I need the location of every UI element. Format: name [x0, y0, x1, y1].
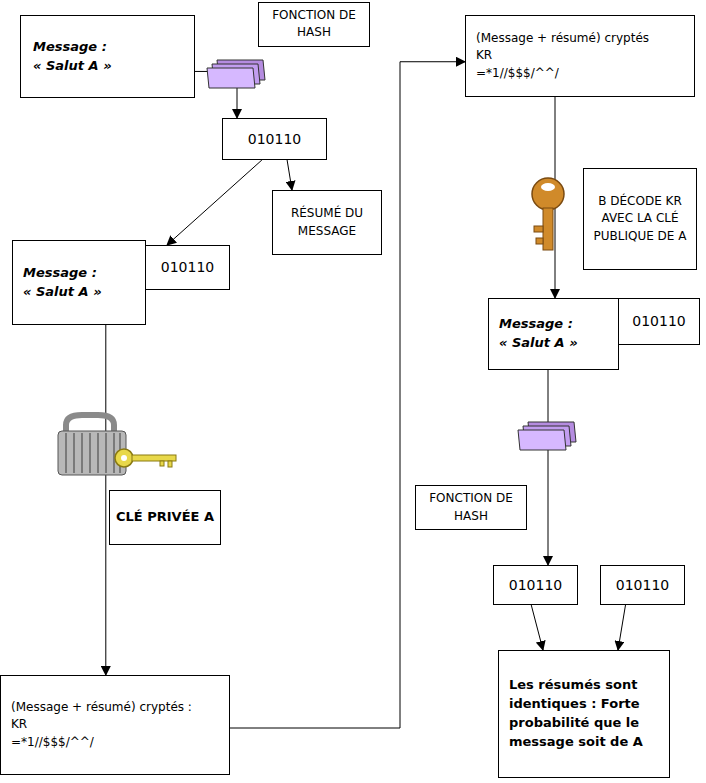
encrypted-box: (Message + résumé) cryptésKR=*1//$$$/^^/ [465, 15, 695, 97]
connector-arrow [287, 160, 292, 190]
node-text: 010110 [150, 257, 225, 277]
message-box: Message :« Salut A » [488, 298, 619, 370]
node-text: Message : [23, 264, 135, 283]
digest-box: 010110 [600, 565, 685, 605]
hash-icon [207, 60, 265, 88]
connector-arrow [548, 370, 549, 565]
node-text: 010110 [605, 575, 680, 595]
node-text: RÉSUMÉ DU MESSAGE [283, 205, 371, 240]
digest-box: 010110 [493, 565, 578, 605]
node-text: KR [476, 47, 684, 64]
node-text: « Salut A » [499, 334, 608, 353]
digest-box: 010110 [222, 118, 327, 160]
note-box: B DÉCODE KR AVEC LA CLÉ PUBLIQUE DE A [583, 168, 697, 270]
digest-box: 010110 [618, 298, 700, 345]
node-text: CLÉ PRIVÉE A [116, 508, 214, 527]
node-text: Message : [33, 38, 182, 57]
node-text: Message : [499, 315, 608, 334]
connector-arrow [531, 605, 543, 650]
digest-box: 010110 [145, 245, 230, 290]
node-text: « Salut A » [23, 283, 135, 302]
label-box: RÉSUMÉ DU MESSAGE [272, 190, 382, 255]
key-icon [532, 178, 564, 250]
node-text: Les résumés sont identiques : Forte prob… [509, 676, 659, 751]
node-text: (Message + résumé) cryptés [476, 30, 684, 47]
node-text: KR [11, 716, 219, 733]
connector-arrow [105, 325, 106, 675]
padlock-icon [58, 415, 176, 475]
label-box: FONCTION DE HASH [415, 485, 527, 530]
label-box: FONCTION DE HASH [258, 2, 370, 47]
node-text: =*1//$$$/^^/ [476, 65, 684, 82]
connector-arrow [618, 605, 626, 650]
connector-arrow [230, 62, 465, 728]
message-box: Message :« Salut A » [20, 15, 195, 98]
message-box: Message :« Salut A » [12, 240, 146, 325]
result-box: Les résumés sont identiques : Forte prob… [498, 650, 670, 778]
hash-icon [518, 422, 576, 450]
node-text: FONCTION DE HASH [265, 7, 363, 42]
connector-arrow [167, 160, 262, 245]
node-text: (Message + résumé) cryptés : [11, 699, 219, 716]
node-text: 010110 [227, 129, 322, 149]
node-text: 010110 [623, 311, 695, 331]
encrypted-box: (Message + résumé) cryptés :KR=*1//$$$/^… [0, 675, 230, 775]
key-label-box: CLÉ PRIVÉE A [109, 490, 221, 545]
node-text: 010110 [498, 575, 573, 595]
node-text: B DÉCODE KR AVEC LA CLÉ PUBLIQUE DE A [590, 193, 690, 245]
node-text: =*1//$$$/^^/ [11, 734, 219, 751]
node-text: FONCTION DE HASH [422, 490, 520, 525]
node-text: « Salut A » [33, 57, 182, 76]
